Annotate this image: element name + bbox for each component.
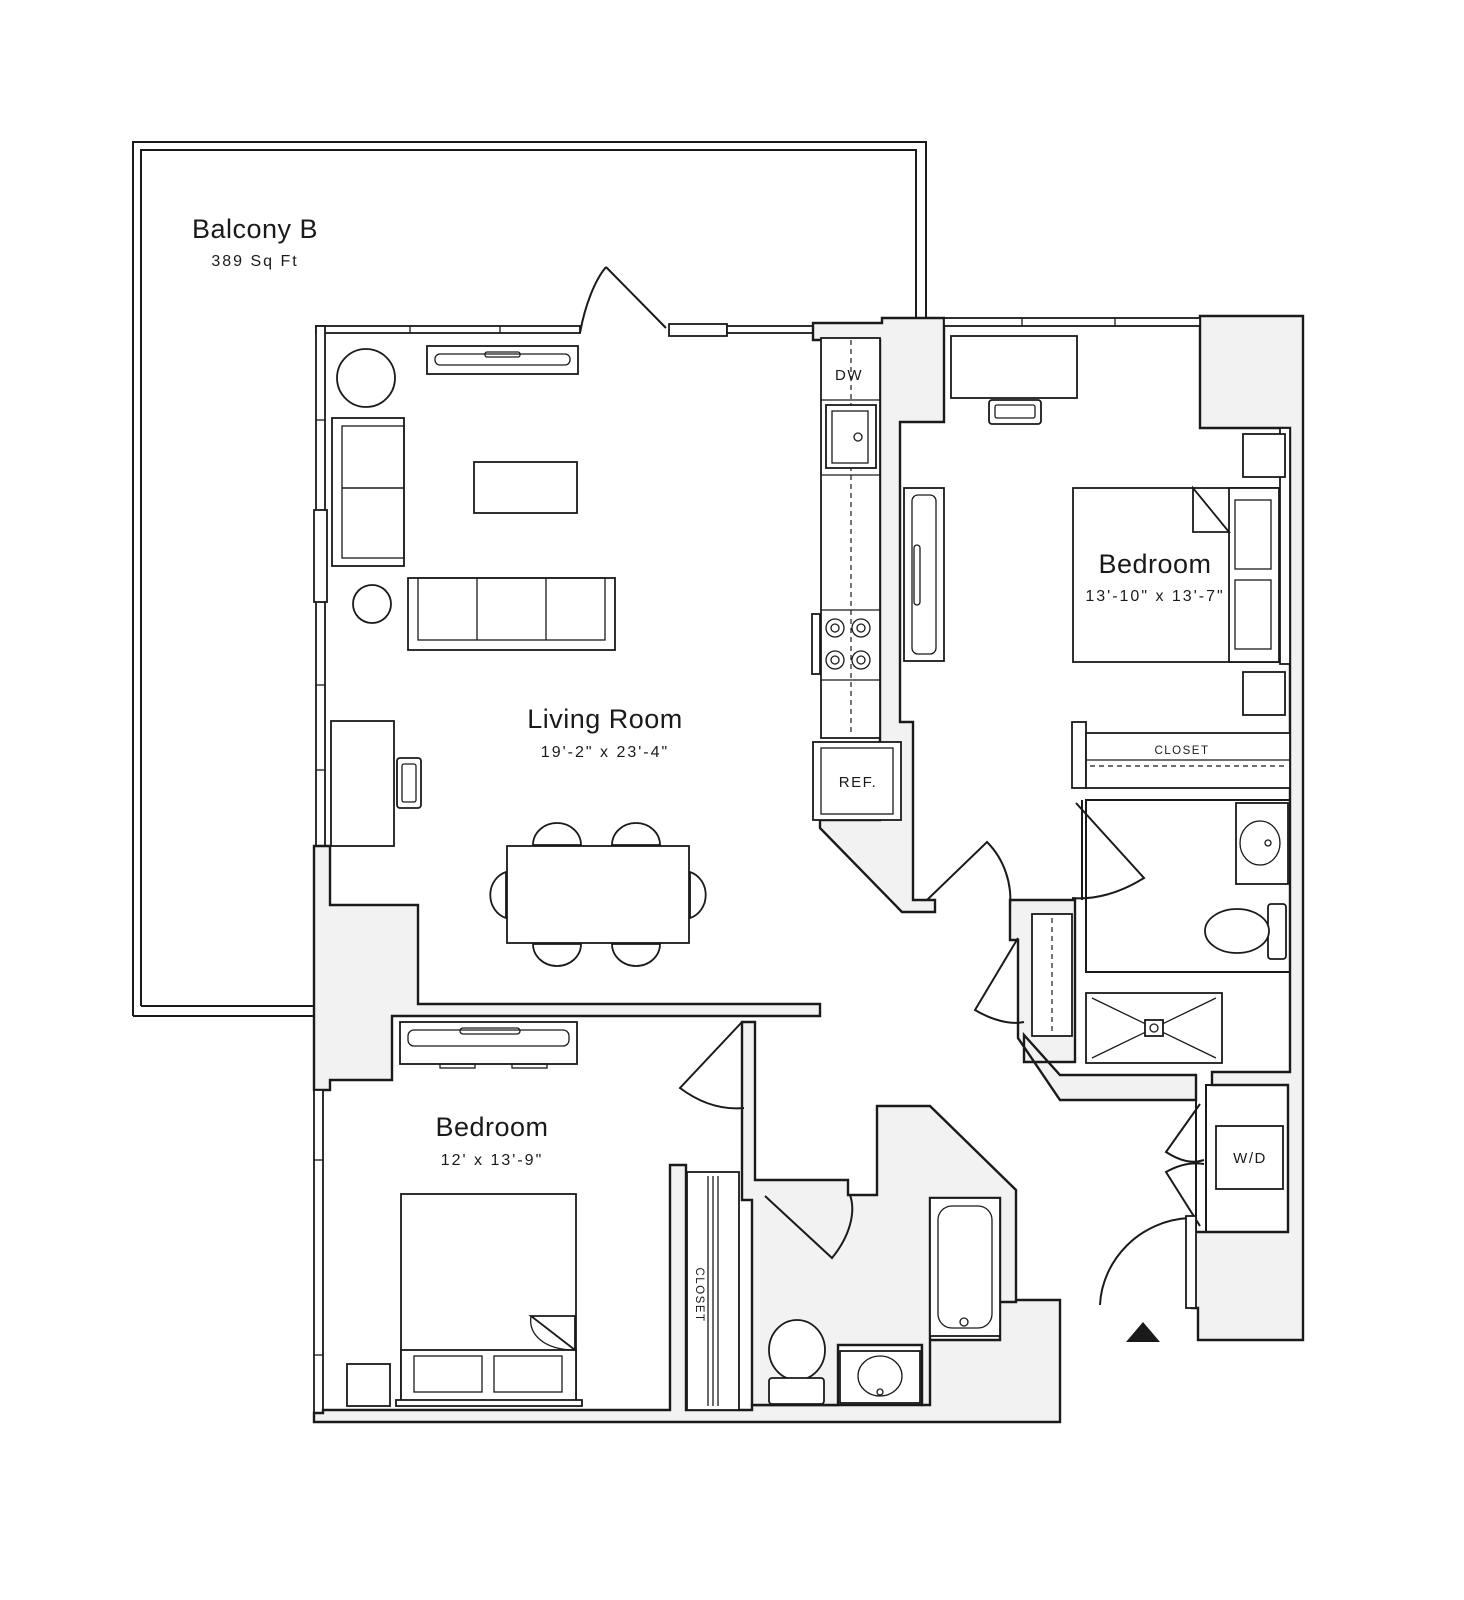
refrigerator-label: REF. bbox=[839, 774, 878, 791]
entry bbox=[1099, 1215, 1197, 1342]
bathroom-2 bbox=[764, 1194, 1001, 1405]
bedroom-2-dimensions: 12' x 13'-9" bbox=[441, 1152, 544, 1169]
dishwasher-label: DW bbox=[835, 367, 863, 384]
living-room-dimensions: 19'-2" x 23'-4" bbox=[541, 744, 669, 761]
living-room-doors bbox=[579, 266, 667, 334]
triangle-up-icon bbox=[1126, 1322, 1160, 1342]
balcony-area: 389 Sq Ft bbox=[211, 253, 298, 270]
balcony bbox=[132, 141, 927, 1017]
living-room-name: Living Room bbox=[527, 704, 683, 734]
bedroom-1-closet-label: CLOSET bbox=[1154, 745, 1209, 757]
balcony-name: Balcony B bbox=[192, 214, 318, 244]
bedroom-2-name: Bedroom bbox=[435, 1112, 548, 1142]
bedroom-1-name: Bedroom bbox=[1098, 549, 1211, 579]
laundry-closet: W/D bbox=[1164, 1084, 1289, 1233]
bathroom-1 bbox=[926, 799, 1291, 1064]
kitchen: DW REF. bbox=[811, 337, 902, 821]
bedroom-2: CLOSET Bedroom 12' x 13'-9" bbox=[346, 1021, 745, 1411]
living-room-furniture bbox=[330, 345, 707, 967]
bedroom-2-closet-label: CLOSET bbox=[693, 1267, 705, 1322]
bedroom-1: CLOSET Bedroom 13'-10" x 13'-7" bbox=[903, 335, 1291, 900]
dining-chairs bbox=[489, 822, 707, 967]
bedroom-1-dimensions: 13'-10" x 13'-7" bbox=[1085, 588, 1224, 605]
washer-dryer-label: W/D bbox=[1233, 1150, 1267, 1167]
